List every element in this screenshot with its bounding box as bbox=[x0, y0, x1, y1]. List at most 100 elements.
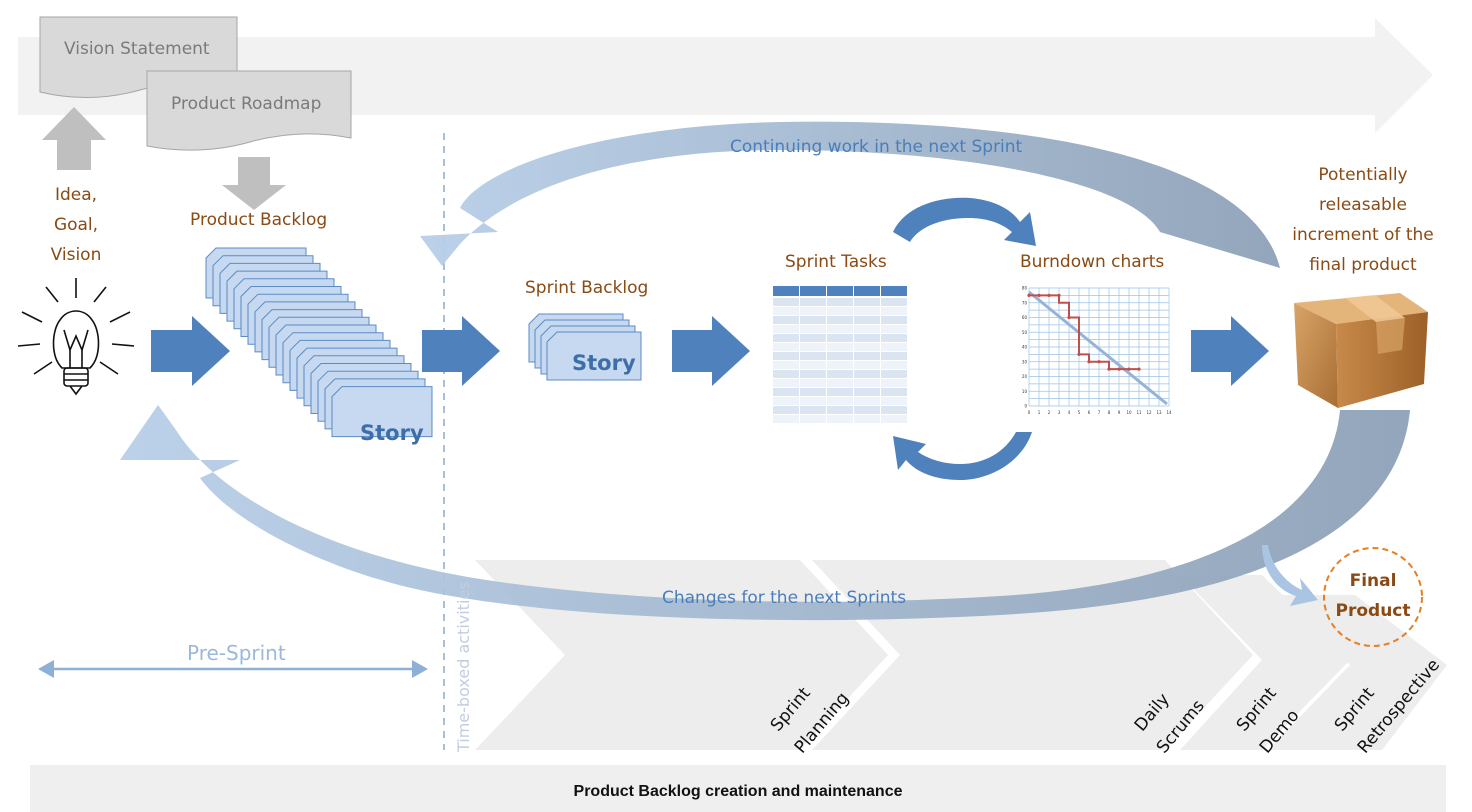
table-cell bbox=[854, 343, 880, 351]
goal-label: Goal, bbox=[53, 215, 99, 235]
table-cell bbox=[827, 361, 853, 369]
x-tick-label: 14 bbox=[1166, 410, 1172, 415]
x-tick-label: 11 bbox=[1136, 410, 1142, 415]
table-cell bbox=[854, 325, 880, 333]
table-cell bbox=[827, 334, 853, 342]
up-arrow-icon bbox=[42, 107, 106, 170]
table-cell bbox=[773, 397, 799, 405]
burndown-point bbox=[1037, 293, 1041, 297]
table-cell bbox=[773, 343, 799, 351]
vision-statement-label: Vision Statement bbox=[64, 39, 210, 59]
table-cell bbox=[854, 370, 880, 378]
idea-label: Idea, bbox=[54, 185, 98, 205]
table-cell bbox=[881, 334, 907, 342]
table-cell bbox=[881, 352, 907, 360]
table-cell bbox=[827, 325, 853, 333]
sprint-backlog-story: Story bbox=[572, 351, 636, 375]
table-cell bbox=[800, 325, 826, 333]
table-cell bbox=[800, 379, 826, 387]
y-tick-label: 0 bbox=[1024, 404, 1027, 409]
y-tick-label: 40 bbox=[1022, 345, 1028, 350]
table-cell bbox=[773, 316, 799, 324]
table-cell bbox=[854, 307, 880, 315]
x-tick-label: 9 bbox=[1118, 410, 1121, 415]
table-cell bbox=[881, 343, 907, 351]
x-tick-label: 12 bbox=[1146, 410, 1152, 415]
sprint-tasks-table bbox=[773, 286, 907, 423]
table-cell bbox=[881, 397, 907, 405]
table-cell bbox=[800, 388, 826, 396]
table-cell bbox=[854, 397, 880, 405]
potentially-line-4: final product bbox=[1309, 255, 1417, 275]
table-cell bbox=[800, 415, 826, 423]
burndown-point bbox=[1047, 293, 1051, 297]
table-cell bbox=[827, 298, 853, 306]
table-cell bbox=[827, 397, 853, 405]
continuing-work-arrow bbox=[420, 121, 1280, 268]
table-cell bbox=[800, 370, 826, 378]
y-tick-label: 60 bbox=[1022, 315, 1028, 320]
table-cell bbox=[800, 316, 826, 324]
sprint-backlog-label: Sprint Backlog bbox=[525, 278, 649, 298]
table-cell bbox=[827, 379, 853, 387]
burndown-point bbox=[1057, 293, 1061, 297]
table-cell bbox=[881, 298, 907, 306]
y-tick-label: 10 bbox=[1022, 389, 1028, 394]
down-arrow-icon bbox=[222, 157, 286, 210]
table-cell bbox=[854, 388, 880, 396]
table-cell bbox=[773, 406, 799, 414]
lightbulb-icon bbox=[17, 278, 135, 396]
table-header-cell bbox=[854, 286, 880, 296]
burndown-point bbox=[1087, 360, 1091, 364]
burndown-charts-label: Burndown charts bbox=[1020, 252, 1165, 272]
x-tick-label: 7 bbox=[1098, 410, 1101, 415]
x-tick-label: 2 bbox=[1048, 410, 1051, 415]
continuing-work-label: Continuing work in the next Sprint bbox=[730, 137, 1023, 157]
table-cell bbox=[773, 334, 799, 342]
burndown-point bbox=[1027, 293, 1031, 297]
flow-arrow-1 bbox=[151, 316, 230, 386]
table-header-cell bbox=[881, 286, 907, 296]
table-cell bbox=[800, 361, 826, 369]
table-header-cell bbox=[827, 286, 853, 296]
y-tick-label: 20 bbox=[1022, 374, 1028, 379]
story-card-front bbox=[331, 386, 433, 438]
table-cell bbox=[800, 334, 826, 342]
table-cell bbox=[881, 316, 907, 324]
y-tick-label: 30 bbox=[1022, 359, 1028, 364]
burndown-point bbox=[1137, 367, 1141, 371]
x-tick-label: 5 bbox=[1078, 410, 1081, 415]
footer-label: Product Backlog creation and maintenance bbox=[573, 783, 903, 800]
sprint-backlog-stack bbox=[528, 313, 642, 381]
product-roadmap-label: Product Roadmap bbox=[171, 94, 322, 114]
x-tick-label: 6 bbox=[1088, 410, 1091, 415]
table-cell bbox=[854, 334, 880, 342]
table-cell bbox=[773, 352, 799, 360]
table-cell bbox=[881, 307, 907, 315]
potentially-line-3: increment of the bbox=[1292, 225, 1434, 245]
sprint-story-card-front bbox=[546, 331, 642, 381]
product-box-icon bbox=[1294, 293, 1428, 408]
pre-sprint-label: Pre-Sprint bbox=[187, 641, 286, 665]
table-cell bbox=[827, 370, 853, 378]
table-cell bbox=[773, 361, 799, 369]
table-cell bbox=[773, 415, 799, 423]
table-cell bbox=[881, 388, 907, 396]
final-label-2: Product bbox=[1335, 601, 1411, 621]
sprint-tasks-label: Sprint Tasks bbox=[785, 252, 887, 272]
table-cell bbox=[881, 415, 907, 423]
x-tick-label: 3 bbox=[1058, 410, 1061, 415]
ideal-burndown-line bbox=[1028, 290, 1168, 406]
burndown-point bbox=[1067, 315, 1071, 320]
final-label-1: Final bbox=[1349, 571, 1397, 591]
vision-label: Vision bbox=[50, 245, 102, 265]
table-header-cell bbox=[773, 286, 799, 296]
cycle-arrow-bottom bbox=[893, 432, 1032, 480]
table-cell bbox=[827, 343, 853, 351]
x-tick-label: 0 bbox=[1028, 410, 1031, 415]
table-cell bbox=[827, 352, 853, 360]
flow-arrow-3 bbox=[672, 316, 750, 386]
product-backlog-story: Story bbox=[360, 421, 424, 445]
